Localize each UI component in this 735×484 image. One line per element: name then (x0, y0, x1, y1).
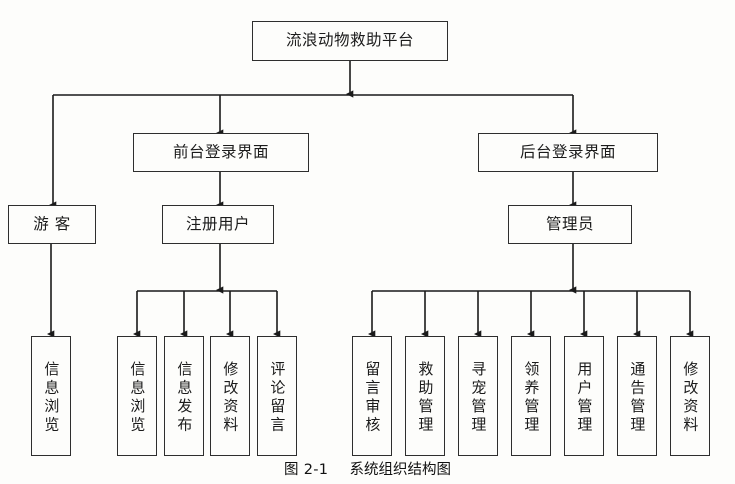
node-admin-leaf-edit-profile-label: 修改资料 (681, 361, 700, 435)
node-admin-leaf-adoption-management[interactable]: 领养管理 (511, 336, 551, 456)
node-user-leaf-info-publish-label: 信息发布 (175, 361, 194, 435)
node-administrator-label: 管理员 (545, 214, 594, 233)
figure-caption-number: 图 2-1 (283, 462, 329, 478)
node-admin-leaf-adoption-management-label: 领养管理 (522, 361, 541, 435)
node-root-platform[interactable]: 流浪动物救助平台 (252, 21, 448, 61)
node-user-leaf-comment-message-label: 评论留言 (268, 361, 287, 435)
node-user-leaf-edit-profile[interactable]: 修改资料 (210, 336, 250, 456)
node-registered-user-label: 注册用户 (185, 214, 250, 233)
node-admin-leaf-rescue-management-label: 救助管理 (416, 361, 435, 435)
node-admin-leaf-announcement-management-label: 通告管理 (628, 361, 647, 435)
node-admin-leaf-edit-profile[interactable]: 修改资料 (670, 336, 710, 456)
node-admin-leaf-pet-search-management[interactable]: 寻宠管理 (458, 336, 498, 456)
node-frontend-login-label: 前台登录界面 (172, 142, 269, 161)
node-frontend-login[interactable]: 前台登录界面 (133, 133, 309, 172)
node-user-leaf-info-browse-label: 信息浏览 (128, 361, 147, 435)
node-user-leaf-comment-message[interactable]: 评论留言 (257, 336, 297, 456)
node-admin-leaf-announcement-management[interactable]: 通告管理 (617, 336, 657, 456)
node-user-leaf-edit-profile-label: 修改资料 (221, 361, 240, 435)
node-guest-leaf-info-browse[interactable]: 信息浏览 (31, 336, 71, 456)
node-user-leaf-info-browse[interactable]: 信息浏览 (117, 336, 157, 456)
figure-caption: 图 2-1 系统组织结构图 (0, 458, 735, 479)
node-guest-leaf-info-browse-label: 信息浏览 (42, 361, 61, 435)
node-administrator[interactable]: 管理员 (508, 205, 632, 244)
figure-caption-text: 系统组织结构图 (349, 462, 452, 478)
node-backend-login[interactable]: 后台登录界面 (478, 133, 658, 172)
node-backend-login-label: 后台登录界面 (519, 142, 616, 161)
node-registered-user[interactable]: 注册用户 (162, 205, 274, 244)
node-admin-leaf-message-review-label: 留言审核 (363, 361, 382, 435)
node-guest-label: 游 客 (33, 214, 71, 233)
node-user-leaf-info-publish[interactable]: 信息发布 (164, 336, 204, 456)
node-root-platform-label: 流浪动物救助平台 (285, 31, 414, 50)
node-guest[interactable]: 游 客 (8, 205, 96, 244)
node-admin-leaf-user-management-label: 用户管理 (575, 361, 594, 435)
node-admin-leaf-pet-search-management-label: 寻宠管理 (469, 361, 488, 435)
node-admin-leaf-rescue-management[interactable]: 救助管理 (405, 336, 445, 456)
node-admin-leaf-user-management[interactable]: 用户管理 (564, 336, 604, 456)
node-admin-leaf-message-review[interactable]: 留言审核 (352, 336, 392, 456)
